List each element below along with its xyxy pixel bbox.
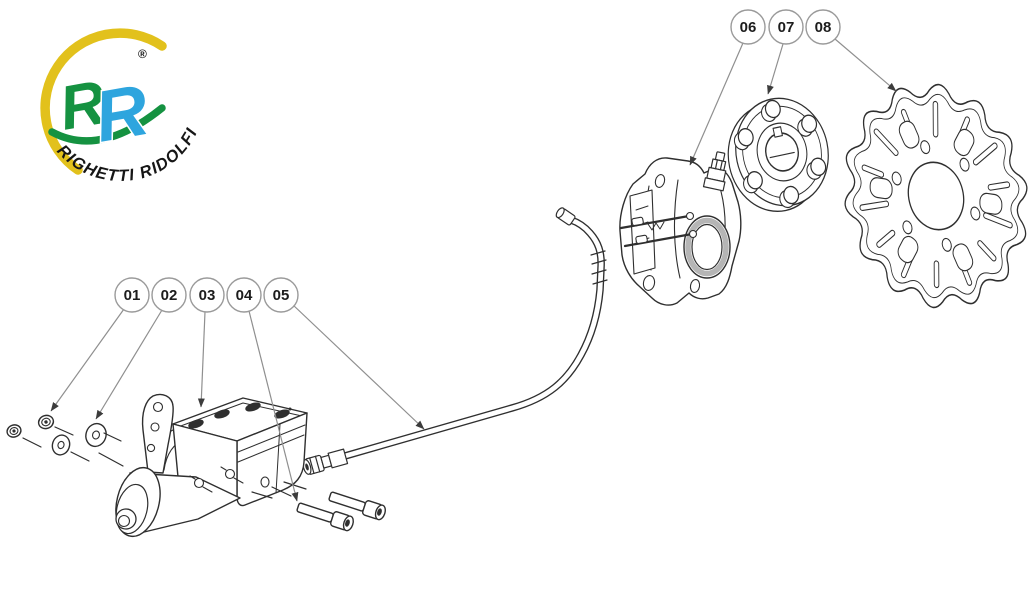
leader-line-02 — [95, 309, 163, 420]
socket-head-bolt — [328, 491, 386, 521]
caliper-opening — [683, 215, 731, 279]
svg-text:06: 06 — [740, 19, 757, 36]
reservoir-port-holes — [188, 402, 292, 429]
callout-02: 02 — [151, 277, 187, 313]
logo-green-swoosh — [48, 104, 166, 145]
svg-text:04: 04 — [236, 287, 253, 304]
flange-nuts-and-washers — [6, 414, 124, 467]
caliper-mount-hole — [654, 174, 666, 188]
outlet-fittings — [189, 466, 292, 497]
leader-line-08 — [834, 38, 897, 92]
washer — [85, 422, 107, 448]
leader-line-07 — [767, 43, 784, 95]
washer — [51, 434, 71, 456]
leader-line-01 — [50, 308, 125, 412]
callout-04: 04 — [226, 277, 262, 313]
leader-line-04 — [248, 310, 299, 502]
hose-strain-relief-rings — [590, 250, 608, 285]
svg-text:03: 03 — [199, 287, 216, 304]
master-cylinder-drawing — [115, 393, 308, 538]
registered-trademark-symbol: ® — [138, 47, 147, 61]
pin-spring — [647, 221, 665, 231]
socket-head-bolts-drawing — [251, 481, 386, 532]
callout-05: 05 — [263, 277, 299, 313]
hose-tube-core — [342, 217, 604, 459]
callout-balloons: 01 02 03 04 05 06 07 08 — [114, 9, 841, 313]
callout-08: 08 — [805, 9, 841, 45]
wheel-hub-drawing — [727, 97, 829, 213]
flange-nut — [6, 424, 22, 438]
logo-yellow-ring — [40, 28, 167, 175]
caliper-mount-hole — [642, 275, 656, 291]
hose-upper-fitting — [555, 207, 576, 226]
svg-text:01: 01 — [124, 287, 141, 304]
cylinder-front-face — [236, 412, 308, 507]
leader-line-06 — [689, 42, 744, 166]
brake-caliper-drawing — [619, 151, 742, 306]
brake-hose-drawing — [302, 207, 608, 475]
hose-lower-fitting — [302, 448, 349, 475]
callout-07: 07 — [768, 9, 804, 45]
svg-text:02: 02 — [161, 287, 178, 304]
pad-retaining-pins — [619, 211, 698, 248]
callout-06: 06 — [730, 9, 766, 45]
caliper-mount-hole — [689, 279, 701, 293]
flange-nut — [37, 414, 55, 430]
callout-01: 01 — [114, 277, 150, 313]
svg-text:07: 07 — [778, 19, 795, 36]
callout-03: 03 — [189, 277, 225, 313]
assembly-axis-dashes — [22, 426, 124, 467]
master-cylinder-lever — [141, 393, 174, 474]
leader-line-05 — [291, 303, 425, 430]
bleed-screw — [702, 151, 727, 192]
brand-logo: R R ® RIGHETTI RIDOLFI — [40, 28, 200, 185]
svg-text:05: 05 — [273, 287, 290, 304]
hub-wheel-studs — [733, 99, 827, 209]
brake-disc-drawing — [844, 83, 1028, 309]
logo-letter-blue: R — [89, 70, 154, 158]
caliper-pad-carrier — [629, 189, 656, 275]
svg-text:08: 08 — [815, 19, 832, 36]
leader-lines — [50, 38, 897, 502]
leader-line-03 — [197, 311, 206, 408]
hub-keyway — [772, 126, 783, 138]
socket-head-bolt — [296, 502, 354, 532]
